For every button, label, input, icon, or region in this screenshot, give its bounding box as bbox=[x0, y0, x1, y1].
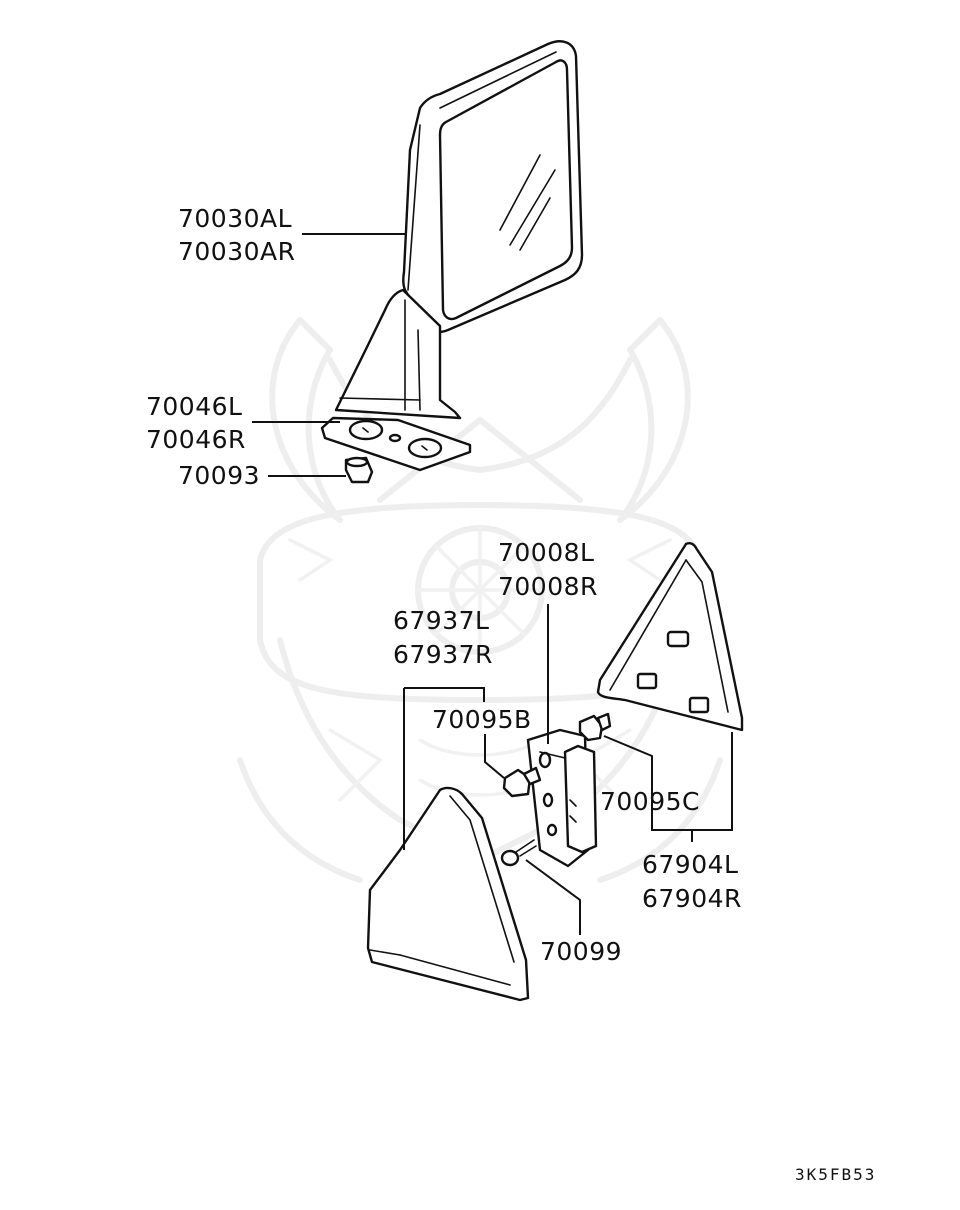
clip-b bbox=[502, 766, 542, 798]
label-base-plate-right: 70046R bbox=[146, 425, 246, 454]
label-clip-c: 70095C bbox=[600, 787, 700, 816]
outer-cover bbox=[366, 786, 530, 1002]
label-outer-cover-right: 67937R bbox=[393, 640, 493, 669]
label-clip-b: 70095B bbox=[432, 705, 532, 734]
clip-c bbox=[578, 712, 612, 742]
leader-lines bbox=[252, 233, 733, 935]
label-bracket-left: 70008L bbox=[498, 538, 594, 567]
label-outer-cover-left: 67937L bbox=[393, 606, 489, 635]
inner-garnish bbox=[596, 542, 744, 732]
base-plate bbox=[320, 416, 472, 472]
bracket bbox=[526, 728, 598, 868]
part-labels: 70030AL 70030AR 70046L 70046R 70093 7000… bbox=[146, 204, 876, 1184]
label-screw: 70099 bbox=[540, 937, 622, 966]
label-mirror-left: 70030AL bbox=[178, 204, 292, 233]
label-inner-garnish-right: 67904R bbox=[642, 884, 742, 913]
screw bbox=[500, 839, 537, 867]
diagram-code: 3K5FB53 bbox=[795, 1165, 876, 1184]
label-inner-garnish-left: 67904L bbox=[642, 850, 738, 879]
label-mirror-right: 70030AR bbox=[178, 237, 296, 266]
nut bbox=[344, 456, 374, 484]
label-bracket-right: 70008R bbox=[498, 572, 598, 601]
label-base-plate-left: 70046L bbox=[146, 392, 242, 421]
label-nut: 70093 bbox=[178, 461, 260, 490]
mirror-assembly bbox=[334, 40, 584, 420]
